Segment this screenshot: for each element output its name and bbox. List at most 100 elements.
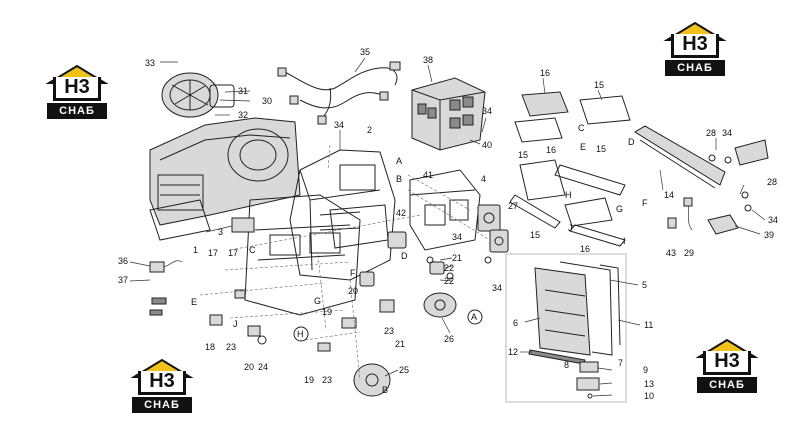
callout: H <box>565 190 572 200</box>
callout: 20 <box>348 286 358 296</box>
brand-logo: Н3 СНАБ <box>130 357 194 415</box>
callout: F <box>350 268 356 278</box>
callout: 9 <box>643 365 648 375</box>
callout: 8 <box>564 360 569 370</box>
logo-mark: Н3 <box>138 370 186 395</box>
callout: 29 <box>684 248 694 258</box>
callout: 19 <box>322 307 332 317</box>
callout: G <box>314 296 321 306</box>
callout: 2 <box>367 125 372 135</box>
callout: 19 <box>304 375 314 385</box>
callout: C <box>249 245 256 255</box>
callout: 16 <box>580 244 590 254</box>
callout: 10 <box>644 391 654 401</box>
assembly-lines <box>199 144 491 381</box>
callout: 15 <box>596 144 606 154</box>
callout: 16 <box>540 68 550 78</box>
callout: H <box>297 329 304 339</box>
callout: 38 <box>423 55 433 65</box>
callout: 4 <box>481 174 486 184</box>
brand-logo: Н3 СНАБ <box>45 63 109 121</box>
callout: I <box>623 236 626 246</box>
callout: 13 <box>644 379 654 389</box>
callout: D <box>401 251 408 261</box>
callout: A <box>396 156 402 166</box>
callout: 42 <box>396 208 406 218</box>
callout: 7 <box>618 358 623 368</box>
callout: 15 <box>518 150 528 160</box>
callout: 23 <box>384 326 394 336</box>
callout: 3 <box>218 227 223 237</box>
logo-band: СНАБ <box>665 60 725 76</box>
callout: 15 <box>594 80 604 90</box>
evaporator <box>528 261 621 399</box>
air-filters <box>509 91 631 247</box>
callout: 33 <box>145 58 155 68</box>
callout: 22 <box>444 276 454 286</box>
sensors <box>667 197 739 235</box>
heater-module <box>411 77 486 151</box>
callout: 34 <box>452 232 462 242</box>
callout: 16 <box>546 145 556 155</box>
callout: 34 <box>482 106 492 116</box>
logo-band: СНАБ <box>132 397 192 413</box>
callout: 43 <box>666 248 676 258</box>
callout: A <box>471 312 477 322</box>
duct-assembly <box>634 125 769 212</box>
callout: 27 <box>508 201 518 211</box>
callout: B <box>396 174 402 184</box>
brand-logo: Н3 СНАБ <box>663 20 727 78</box>
callout-labels: 33 35 38 16 15 31 30 32 34 2 34 40 C D 2… <box>118 47 778 401</box>
callout: E <box>191 297 197 307</box>
callout: 25 <box>399 365 409 375</box>
callout: 1 <box>193 245 198 255</box>
callout: 5 <box>642 280 647 290</box>
callout: 18 <box>205 342 215 352</box>
callout: 39 <box>764 230 774 240</box>
callout: 21 <box>452 253 462 263</box>
callout: 30 <box>262 96 272 106</box>
callout: D <box>628 137 635 147</box>
callout: 40 <box>482 140 492 150</box>
callout: B <box>382 385 388 395</box>
callout: C <box>578 123 585 133</box>
logo-mark: Н3 <box>671 33 719 58</box>
wiring-harness <box>277 61 401 125</box>
door-module <box>409 169 481 251</box>
callout: 34 <box>768 215 778 225</box>
logo-band: СНАБ <box>47 103 107 119</box>
callout: F <box>642 198 648 208</box>
evaporator-frame <box>505 253 627 403</box>
callout: 32 <box>238 110 248 120</box>
callout: 22 <box>444 263 454 273</box>
logo-mark: Н3 <box>703 350 751 375</box>
leader-lines <box>129 57 766 397</box>
brand-logo: Н3 СНАБ <box>695 337 759 395</box>
callout: 24 <box>258 362 268 372</box>
callout: 28 <box>767 177 777 187</box>
callout: 31 <box>238 86 248 96</box>
blower-housing <box>149 117 301 241</box>
callout: 26 <box>444 334 454 344</box>
callout: 34 <box>492 283 502 293</box>
callout: 34 <box>722 128 732 138</box>
callout: 17 <box>228 248 238 258</box>
callout: 14 <box>664 190 674 200</box>
callout: G <box>616 204 623 214</box>
callout: 20 <box>244 362 254 372</box>
callout: 23 <box>322 375 332 385</box>
callout: 35 <box>360 47 370 57</box>
callout: E <box>580 142 586 152</box>
main-case <box>289 149 396 281</box>
callout: 12 <box>508 347 518 357</box>
callout: 37 <box>118 275 128 285</box>
logo-mark: Н3 <box>53 76 101 101</box>
callout: 6 <box>513 318 518 328</box>
callout: 11 <box>644 320 653 330</box>
marker-circle-h <box>293 326 309 342</box>
callout: 36 <box>118 256 128 266</box>
callout: 28 <box>706 128 716 138</box>
marker-circle-a <box>467 309 483 325</box>
